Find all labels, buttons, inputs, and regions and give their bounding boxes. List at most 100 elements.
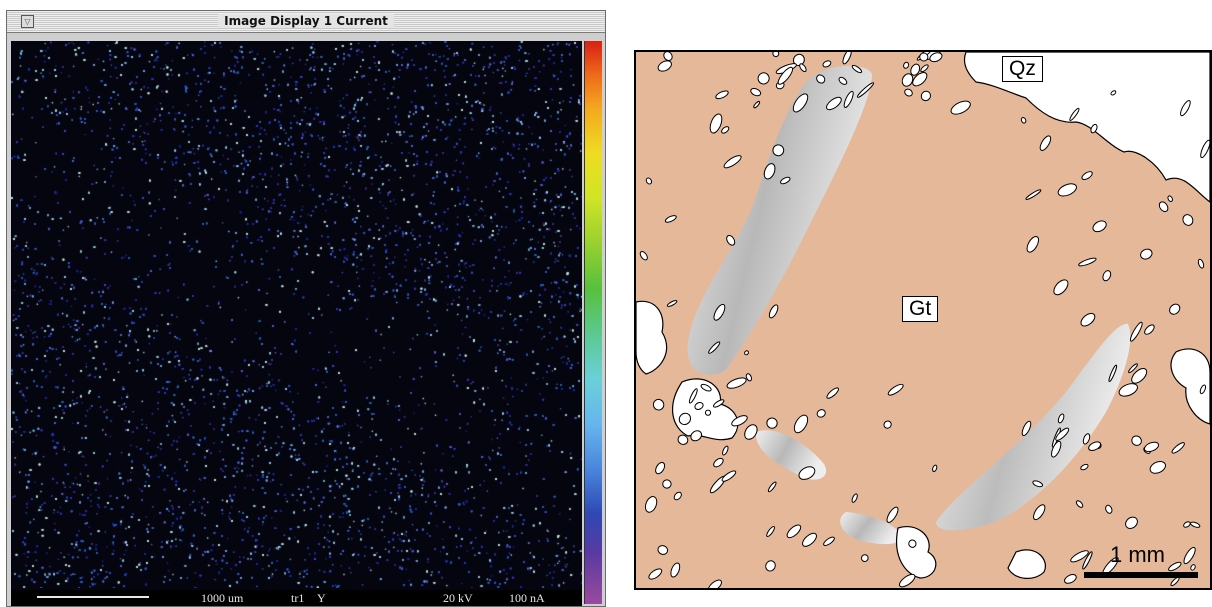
garnet-diagram: Qz Gt 1 mm bbox=[634, 50, 1212, 590]
quartz-inclusion bbox=[750, 87, 762, 97]
zone-lower-right bbox=[936, 323, 1131, 531]
diagram-scale-label: 1 mm bbox=[1110, 542, 1165, 567]
quartz-inclusion bbox=[1125, 516, 1138, 529]
diagram-drawing bbox=[636, 52, 1210, 588]
quartz-inclusion bbox=[1128, 363, 1138, 374]
quartz-inclusion bbox=[1129, 321, 1143, 342]
quartz-inclusion bbox=[780, 176, 791, 185]
intensity-color-scale bbox=[584, 41, 602, 604]
quartz-inclusion bbox=[1082, 433, 1091, 445]
quartz-inclusion bbox=[929, 52, 943, 63]
y-rich-zones bbox=[687, 65, 1131, 545]
quartz-inclusion bbox=[1143, 441, 1160, 453]
quartz-inclusion bbox=[1026, 235, 1040, 253]
quartz-inclusion bbox=[1021, 420, 1032, 437]
quartz-inclusion bbox=[1167, 195, 1173, 202]
quartz-inclusion bbox=[799, 63, 807, 73]
beam-current-text: 100 nA bbox=[509, 591, 545, 605]
quartz-inclusion bbox=[652, 398, 665, 411]
quartz-inclusion bbox=[1197, 258, 1205, 269]
quartz-inclusion bbox=[1092, 220, 1107, 233]
quartz-right-edge bbox=[1170, 348, 1210, 425]
quartz-inclusion bbox=[1180, 100, 1191, 117]
quartz-inclusion bbox=[713, 457, 724, 468]
quartz-inclusion bbox=[744, 350, 749, 356]
element-text: Y bbox=[317, 591, 326, 605]
quartz-inclusion bbox=[1149, 461, 1166, 474]
quartz-inclusion bbox=[816, 74, 826, 84]
quartz-inclusion bbox=[657, 60, 672, 72]
zone-bottom-middle bbox=[840, 512, 902, 545]
quartz-inclusion bbox=[1108, 364, 1118, 383]
image-display-window: ▽ Image Display 1 Current 1000 um tr1 Y … bbox=[6, 10, 606, 607]
detector-text: tr1 bbox=[291, 591, 305, 605]
quartz-inclusion bbox=[1190, 564, 1196, 571]
quartz-inclusion bbox=[662, 479, 672, 489]
quartz-inclusion bbox=[851, 64, 863, 74]
quartz-lower-left-mass bbox=[672, 378, 739, 441]
quartz-inclusion bbox=[670, 562, 681, 578]
quartz-inclusion bbox=[648, 568, 663, 580]
quartz-inclusion bbox=[1168, 561, 1182, 572]
window-title-bar[interactable]: ▽ Image Display 1 Current bbox=[7, 11, 605, 33]
quartz-inclusion bbox=[802, 532, 817, 547]
quartz-inclusion bbox=[1200, 139, 1210, 159]
quartz-inclusion bbox=[709, 113, 723, 134]
quartz-inclusion bbox=[645, 177, 653, 185]
quartz-inclusion bbox=[908, 539, 917, 548]
garnet-label: Gt bbox=[902, 296, 939, 322]
quartz-inclusion bbox=[713, 303, 726, 321]
quartz-inclusion bbox=[1039, 135, 1052, 151]
quartz-inclusion bbox=[744, 424, 758, 440]
map-status-bar: 1000 um tr1 Y 20 kV 100 nA bbox=[11, 590, 582, 606]
quartz-inclusion bbox=[731, 415, 748, 427]
quartz-inclusion bbox=[666, 300, 678, 307]
quartz-inclusion bbox=[920, 90, 932, 102]
quartz-inclusion bbox=[886, 506, 899, 523]
quartz-inclusion bbox=[1033, 504, 1046, 521]
quartz-inclusion bbox=[715, 90, 729, 100]
quartz-inclusion bbox=[826, 96, 842, 111]
quartz-inclusion bbox=[786, 524, 802, 539]
quartz-inclusion bbox=[1080, 312, 1096, 327]
quartz-bottom-middle bbox=[896, 526, 937, 579]
quartz-inclusion bbox=[1069, 107, 1080, 121]
quartz-inclusion bbox=[722, 445, 729, 456]
quartz-inclusion bbox=[1144, 324, 1155, 335]
quartz-inclusion bbox=[903, 61, 910, 69]
quartz-inclusion bbox=[826, 387, 839, 399]
quartz-inclusion bbox=[901, 73, 914, 87]
quartz-inclusion bbox=[1088, 441, 1102, 451]
quartz-inclusion bbox=[1051, 440, 1062, 458]
scale-length-text: 1000 um bbox=[201, 591, 244, 605]
quartz-grains bbox=[636, 52, 1210, 579]
quartz-inclusion bbox=[816, 409, 826, 418]
quartz-inclusion bbox=[766, 526, 775, 537]
quartz-inclusion bbox=[712, 399, 725, 408]
quartz-inclusion bbox=[708, 341, 721, 354]
quartz-inclusion bbox=[904, 88, 913, 97]
quartz-inclusion bbox=[1025, 189, 1042, 200]
quartz-inclusion bbox=[1080, 463, 1089, 471]
quartz-inclusion bbox=[842, 52, 852, 65]
quartz-inclusion bbox=[766, 417, 778, 429]
quartz-inclusion bbox=[1183, 546, 1196, 565]
quartz-inclusion bbox=[822, 60, 832, 68]
quartz-bottom-right bbox=[1007, 549, 1046, 579]
quartz-inclusion bbox=[657, 545, 669, 555]
quartz-inclusion bbox=[664, 215, 677, 223]
quartz-inclusion bbox=[772, 52, 780, 58]
zone-upper-left bbox=[687, 65, 872, 375]
quartz-inclusion bbox=[1140, 248, 1153, 260]
quartz-inclusion bbox=[694, 402, 704, 410]
quartz-inclusion bbox=[843, 90, 854, 108]
quartz-inclusion bbox=[1090, 123, 1098, 134]
quartz-inclusion bbox=[793, 414, 809, 434]
quartz-inclusion bbox=[932, 464, 938, 472]
quartz-inclusions bbox=[639, 52, 1210, 588]
quartz-inclusion bbox=[1131, 367, 1148, 384]
quartz-inclusion bbox=[767, 481, 777, 493]
quartz-inclusion bbox=[1064, 573, 1077, 584]
quartz-inclusion bbox=[644, 496, 658, 513]
collapse-box-icon[interactable]: ▽ bbox=[21, 15, 34, 28]
